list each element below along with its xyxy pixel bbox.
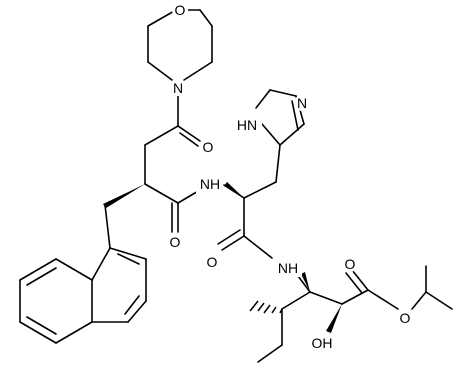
atom-n-morpholine: N — [170, 80, 186, 96]
bond — [291, 100, 299, 131]
bond — [217, 229, 241, 245]
atom-o-amide3: O — [204, 254, 220, 270]
bond — [281, 291, 311, 310]
bond — [221, 235, 245, 251]
bond — [147, 9, 177, 27]
bond — [26, 267, 57, 286]
bond — [144, 183, 179, 204]
svg-text:O: O — [207, 254, 218, 270]
bond — [411, 291, 427, 310]
atom-o-amide1: O — [200, 139, 216, 155]
bond — [147, 61, 173, 81]
wedge-bond — [224, 182, 244, 198]
bond — [351, 269, 369, 291]
bond — [144, 125, 179, 146]
svg-text:N: N — [297, 95, 307, 111]
hashed-wedge-bond — [249, 300, 283, 314]
svg-text:NH: NH — [200, 176, 220, 192]
atom-nh-amide2: NH — [196, 175, 222, 193]
bond — [345, 272, 363, 294]
atom-o-amide2: O — [167, 234, 183, 250]
atom-o-ester: O — [397, 310, 413, 326]
bond — [269, 89, 297, 97]
bond — [177, 125, 201, 142]
bond — [257, 344, 283, 363]
svg-text:N: N — [173, 80, 183, 96]
atom-labels: O N O NH O HN N O — [167, 2, 413, 352]
bond — [261, 123, 281, 146]
bond — [19, 321, 57, 344]
svg-text:OH: OH — [312, 335, 333, 351]
atom-o-ester-carbonyl: O — [342, 256, 358, 272]
atom-o-morpholine: O — [172, 2, 188, 18]
bond — [127, 300, 147, 323]
bond — [19, 258, 57, 281]
atom-hn-imidazole: HN — [236, 117, 262, 136]
bond — [124, 295, 140, 315]
svg-text:O: O — [345, 256, 356, 272]
bond — [199, 9, 213, 27]
bond — [367, 289, 399, 310]
wedge-bond — [326, 304, 342, 333]
bond — [243, 181, 277, 199]
bond — [255, 89, 271, 109]
svg-text:O: O — [400, 310, 411, 326]
bonds — [19, 9, 453, 363]
bond — [104, 204, 111, 249]
bond — [179, 132, 199, 147]
wedge-bond — [301, 272, 310, 292]
bond — [309, 291, 343, 305]
bond — [341, 289, 369, 305]
svg-text:NH: NH — [278, 260, 298, 276]
bond — [425, 291, 453, 310]
bond — [55, 321, 93, 344]
wedge-bond — [103, 184, 145, 208]
bond — [109, 247, 147, 260]
bond — [183, 61, 213, 81]
bond — [117, 253, 140, 265]
svg-text:O: O — [175, 2, 186, 18]
stereo-bonds — [103, 182, 342, 333]
bond — [91, 247, 111, 281]
atom-nh-amide3: NH — [276, 259, 302, 277]
bond — [55, 258, 93, 281]
atom-n-imidazole: N — [294, 95, 310, 111]
bond — [279, 123, 305, 146]
bond — [297, 275, 311, 293]
svg-text:O: O — [203, 139, 214, 155]
svg-text:HN: HN — [237, 117, 257, 133]
bond — [243, 235, 273, 259]
bond — [275, 144, 281, 183]
svg-text:O: O — [170, 234, 181, 250]
atom-oh-hydroxyl: OH — [310, 334, 336, 352]
bond — [26, 316, 57, 335]
